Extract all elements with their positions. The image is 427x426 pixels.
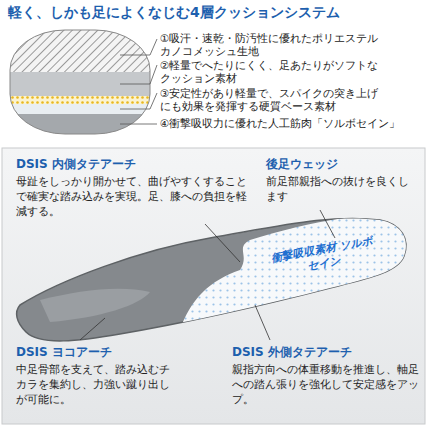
leader-lines xyxy=(80,210,335,340)
feature-heading: 後足ウェッジ xyxy=(266,157,338,173)
layer-cutaway xyxy=(10,30,150,134)
feature-body: 母趾をしっかり開かせて、曲げやすくすることで確実な踏み込みを実現。足、膝への負担… xyxy=(16,174,248,219)
feature-body: 中足骨部を支えて、踏み込むチカラを集約し、力強い蹴り出しが可能に。 xyxy=(16,362,176,407)
layer-callout: ①吸汗・速乾・防汚性に優れたポリエステル カノコメッシュ生地 xyxy=(160,32,384,58)
feature-body: 前足部親指への抜けを良くします xyxy=(266,174,416,204)
feature-heading: DSIS ヨコアーチ xyxy=(16,345,112,361)
layer-callout: ④衝撃吸収力に優れた人工筋肉「ソルボセイン」 xyxy=(160,117,424,130)
insole xyxy=(17,214,420,341)
feature-heading: DSIS 外側タテアーチ xyxy=(232,345,352,361)
layer-callout: ③安定性があり軽量で、スパイクの突き上げ にも効果を発揮する硬質ベース素材 xyxy=(160,87,384,113)
cutaway-outline xyxy=(10,30,150,134)
feature-panel xyxy=(2,148,425,424)
layer-callout: ②軽量でへたりにくく、足あたりがソフトな クッション素材 xyxy=(160,59,384,85)
feature-body: 親指方向への体重移動を推進し、軸足への踏ん張りを強化して安定感をアップ。 xyxy=(232,362,420,407)
feature-heading: DSIS 内側タテアーチ xyxy=(16,157,136,173)
title: 軽く、しかも足によくなじむ4層クッションシステム xyxy=(8,3,340,21)
leader-lines xyxy=(120,39,157,124)
